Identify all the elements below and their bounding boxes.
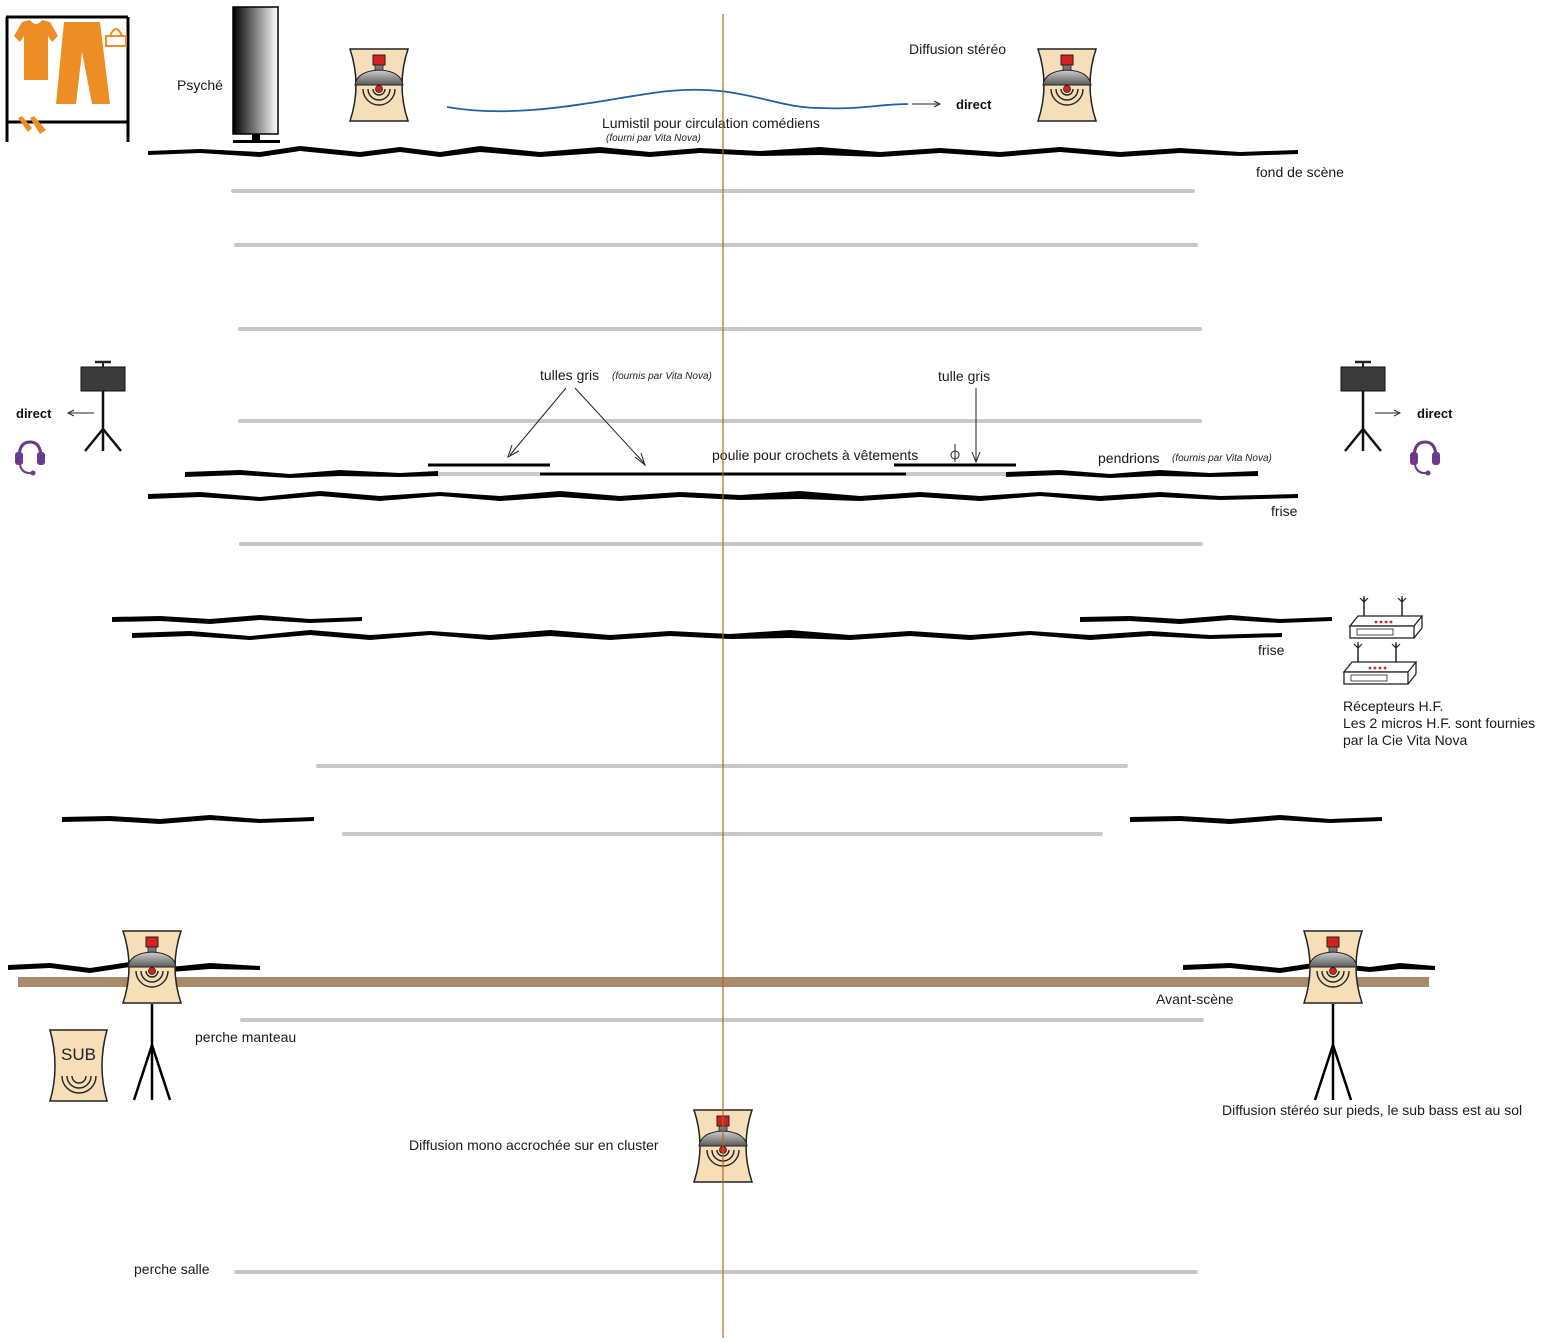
fond-de-scene-label: fond de scène	[1256, 164, 1344, 180]
direct-label-top: direct	[956, 97, 992, 112]
lumistil-line	[446, 88, 909, 113]
side-curtain-left	[112, 615, 362, 624]
tulle-gris-label: tulle gris	[938, 368, 990, 384]
receiver-icon	[1349, 595, 1423, 639]
tulles-note: (fournis par Vita Nova)	[612, 371, 712, 382]
tripod-icon	[1339, 360, 1387, 453]
diffusion-mono-label: Diffusion mono accrochée sur en cluster	[409, 1137, 659, 1153]
tripod-icon	[79, 360, 127, 453]
side-curtain-right	[1080, 615, 1332, 624]
avant-scene-label: Avant-scène	[1156, 991, 1234, 1007]
recepteurs-label-2: Les 2 micros H.F. sont fournies	[1343, 715, 1535, 731]
side-curtain-left	[62, 815, 314, 824]
mirror-icon	[232, 6, 280, 143]
wardrobe-icon	[5, 15, 130, 142]
frise-curtain	[132, 630, 1282, 640]
perche-manteau-label: perche manteau	[195, 1029, 296, 1045]
pendrion-right	[1006, 470, 1258, 478]
tulles-gris-label: tulles gris	[540, 367, 599, 383]
recepteurs-label-1: Récepteurs H.F.	[1343, 698, 1443, 714]
speaker-icon	[122, 930, 182, 1004]
diffusion-stereo-label: Diffusion stéréo	[909, 41, 1006, 57]
poulie-label: poulie pour crochets à vêtements	[712, 447, 918, 463]
tripod-icon	[132, 1004, 172, 1101]
tulles	[428, 463, 1016, 476]
headset-icon	[13, 440, 47, 477]
lumistil-label: Lumistil pour circulation comédiens	[602, 115, 820, 131]
diffusion-pieds-label: Diffusion stéréo sur pieds, le sub bass …	[1222, 1102, 1522, 1118]
sub-label: SUB	[61, 1045, 96, 1064]
headset-icon	[1408, 440, 1442, 477]
direct-label-left: direct	[16, 406, 52, 421]
tripod-icon	[1313, 1004, 1353, 1101]
speaker-icon	[1303, 930, 1363, 1004]
sub-speaker-icon	[48, 1029, 109, 1102]
psyche-label: Psyché	[177, 77, 223, 93]
pendrions-label: pendrions	[1098, 450, 1160, 466]
speaker-icon	[349, 48, 409, 122]
pendrion-left	[185, 470, 438, 478]
direct-label-right: direct	[1417, 406, 1453, 421]
receiver-icon	[1343, 641, 1417, 685]
side-curtain-right	[1130, 815, 1382, 824]
pendrions-note: (fournis par Vita Nova)	[1172, 453, 1272, 464]
pulley-icon	[950, 444, 960, 462]
perche-salle-label: perche salle	[134, 1261, 210, 1277]
recepteurs-label-3: par la Cie Vita Nova	[1343, 732, 1467, 748]
lumistil-note: (fourni par Vita Nova)	[606, 133, 701, 144]
speaker-icon	[1037, 48, 1097, 122]
frise-label-1: frise	[1271, 503, 1298, 519]
frise-label-2: frise	[1258, 642, 1285, 658]
